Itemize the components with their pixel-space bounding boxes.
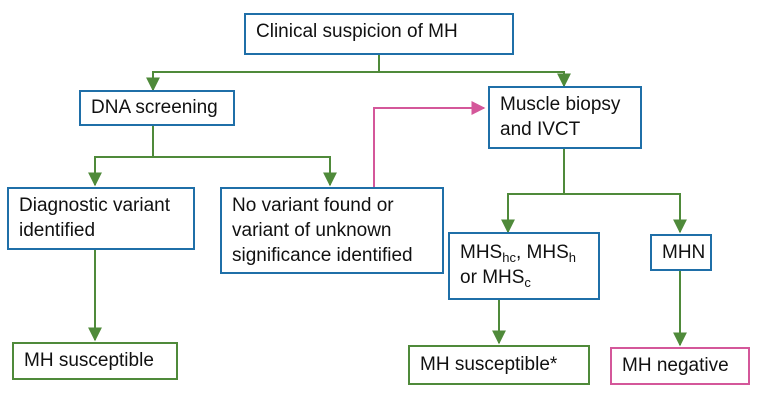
no-variant-box: No variant found or variant of unknown s… xyxy=(220,187,444,274)
mhs-group-line2: or MHSc xyxy=(460,265,588,290)
dna-screening-box: DNA screening xyxy=(79,90,235,126)
no-variant-label-line1: No variant found or xyxy=(232,195,394,216)
mhs-h-subscript: h xyxy=(568,250,576,265)
mh-susceptible-right-box: MH susceptible* xyxy=(408,345,590,385)
arrow-biopsy-to-mhs xyxy=(501,148,565,234)
mhs-c-label: MHS xyxy=(482,267,525,288)
mhs-hc-subscript: hc xyxy=(502,250,516,265)
muscle-biopsy-label-line1: Muscle biopsy xyxy=(500,94,621,115)
clinical-suspicion-box: Clinical suspicion of MH xyxy=(244,13,514,55)
arrow-suspicion-to-biopsy xyxy=(379,71,571,88)
arrow-suspicion-to-dna xyxy=(146,54,380,92)
clinical-suspicion-label: Clinical suspicion of MH xyxy=(256,21,458,42)
mh-negative-box: MH negative xyxy=(610,347,750,385)
diagnostic-variant-label-line1: Diagnostic variant xyxy=(19,195,171,216)
mhn-box: MHN xyxy=(650,234,712,271)
mh-susceptible-right-label: MH susceptible* xyxy=(420,354,558,375)
arrow-dna-to-diagnostic xyxy=(88,124,154,187)
muscle-biopsy-box: Muscle biopsy and IVCT xyxy=(488,86,642,149)
mh-negative-label: MH negative xyxy=(622,355,729,376)
mh-susceptible-left-box: MH susceptible xyxy=(12,342,178,380)
mh-susceptible-left-label: MH susceptible xyxy=(24,350,154,371)
arrow-dna-to-novariant xyxy=(153,156,337,187)
no-variant-label-line2: variant of unknown xyxy=(232,220,392,241)
mhs-group-line1: MHShc, MHSh xyxy=(460,240,588,265)
diagnostic-variant-label-line2: identified xyxy=(19,220,96,241)
dna-screening-label: DNA screening xyxy=(91,97,218,118)
muscle-biopsy-label-line2: and IVCT xyxy=(500,119,581,140)
mhs-group-box: MHShc, MHSh or MHSc xyxy=(448,232,600,300)
mhs-h-label: MHS xyxy=(526,242,569,263)
mhn-label: MHN xyxy=(662,242,706,263)
mhs-hc-label: MHS xyxy=(460,242,503,263)
arrow-novariant-to-biopsy xyxy=(373,101,486,187)
diagnostic-variant-box: Diagnostic variant identified xyxy=(7,187,195,250)
mhs-separator: , xyxy=(515,242,527,263)
no-variant-label-line3: significance identified xyxy=(232,245,413,266)
mhs-c-subscript: c xyxy=(524,275,531,290)
arrow-biopsy-to-mhn xyxy=(564,193,687,234)
mhs-or-text: or xyxy=(460,267,483,288)
